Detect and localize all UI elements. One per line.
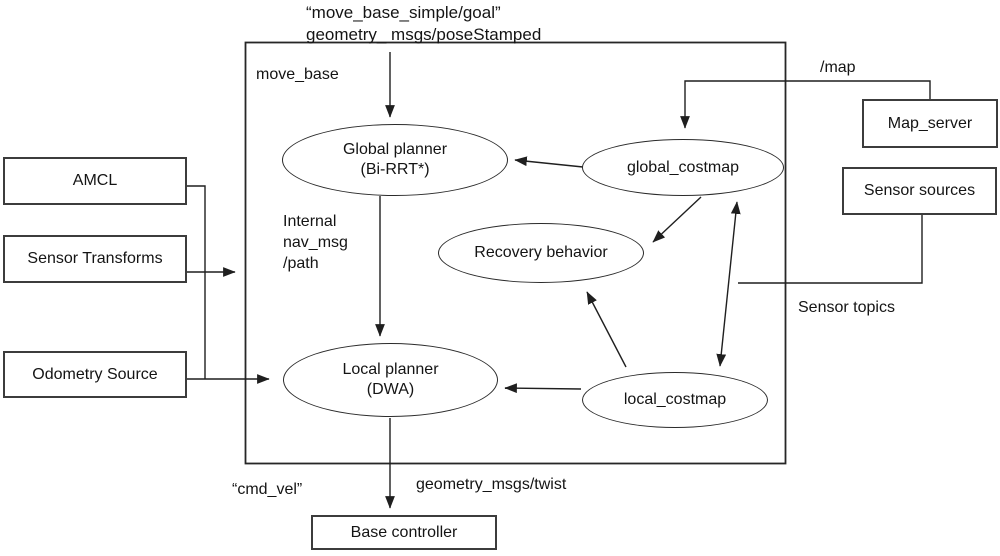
node-recovery-behavior-label: Recovery behavior: [474, 244, 608, 261]
node-sensor-transforms-label: Sensor Transforms: [27, 250, 163, 267]
arrow-global-costmap-to-recovery: [652, 196, 702, 243]
node-local-costmap: local_costmap: [582, 372, 768, 428]
node-map-server: Map_server: [862, 99, 998, 148]
node-amcl: AMCL: [3, 157, 187, 205]
node-local-costmap-label: local_costmap: [623, 391, 727, 408]
node-sensor-transforms: Sensor Transforms: [3, 235, 187, 283]
node-local-planner: Local planner (DWA): [283, 343, 498, 417]
label-cmd-vel: “cmd_vel”: [232, 481, 303, 498]
node-base-controller: Base controller: [311, 515, 497, 550]
node-global-planner: Global planner (Bi-RRT*): [282, 124, 508, 196]
node-map-server-label: Map_server: [887, 114, 973, 132]
node-recovery-behavior: Recovery behavior: [438, 223, 644, 283]
arrow-local-costmap-to-recovery: [586, 291, 627, 368]
node-amcl-label: AMCL: [72, 172, 118, 189]
label-goal-topic: “move_base_simple/goal”: [306, 3, 501, 22]
node-base-controller-label: Base controller: [350, 523, 458, 541]
node-local-planner-label-line1: Local planner: [342, 361, 439, 378]
arrow-between-costmaps: [716, 201, 741, 367]
label-sensor-topics: Sensor topics: [798, 299, 895, 316]
node-global-planner-label-line1: Global planner: [342, 141, 448, 158]
node-sensor-sources: Sensor sources: [842, 167, 997, 215]
line-sensor-sources-to-costmaps: [738, 215, 923, 284]
node-global-costmap-label: global_costmap: [626, 158, 740, 176]
label-twist-message-type: geometry_msgs/twist: [416, 476, 567, 493]
node-odometry-source: Odometry Source: [3, 351, 187, 398]
node-odometry-source-label: Odometry Source: [32, 365, 158, 383]
label-map-topic: /map: [820, 59, 856, 76]
arrow-global-costmap-to-global-planner: [514, 156, 584, 168]
node-sensor-sources-label: Sensor sources: [863, 182, 976, 199]
node-global-planner-label-line2: (Bi-RRT*): [360, 161, 430, 178]
node-global-costmap: global_costmap: [582, 139, 784, 196]
node-local-planner-label-line2: (DWA): [366, 381, 415, 398]
arrow-local-costmap-to-local-planner: [504, 383, 582, 394]
arrow-map-server-to-global-costmap: [680, 80, 931, 129]
label-move-base: move_base: [256, 66, 339, 83]
line-amcl-connector: [187, 185, 206, 379]
label-goal-message-type: geometry_ msgs/poseStamped: [306, 25, 542, 44]
label-internal-nav-msg-path: Internal nav_msg /path: [283, 213, 348, 272]
move-base-container-rect: [244, 41, 787, 465]
